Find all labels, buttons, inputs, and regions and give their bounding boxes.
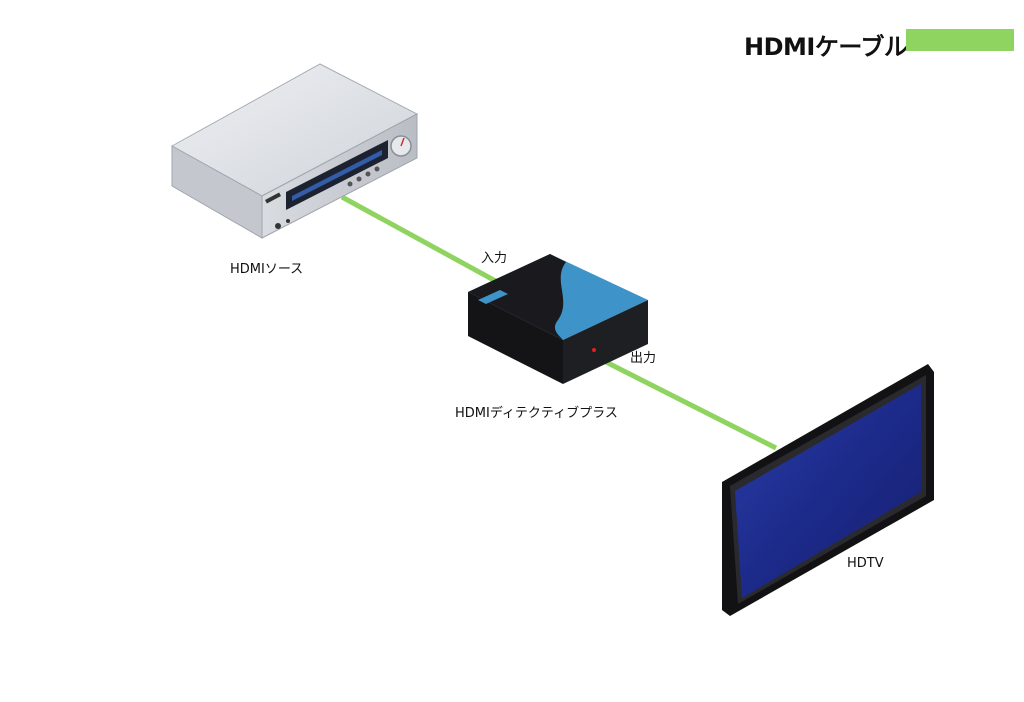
cable-source-to-detective xyxy=(340,194,514,293)
detective-label: HDMIディテクティブプラス xyxy=(455,406,618,421)
source-label: HDMIソース xyxy=(230,262,304,277)
legend-label: HDMIケーブル xyxy=(744,33,908,61)
hdmi-source-device xyxy=(170,63,419,239)
hdtv-label: HDTV xyxy=(847,556,884,571)
output-label: 出力 xyxy=(630,351,657,366)
input-label: 入力 xyxy=(481,251,508,266)
hdtv-device xyxy=(722,364,934,616)
cable-detective-to-hdtv xyxy=(596,355,778,451)
legend-swatch xyxy=(906,29,1014,51)
hdmi-detective-device xyxy=(468,254,648,384)
